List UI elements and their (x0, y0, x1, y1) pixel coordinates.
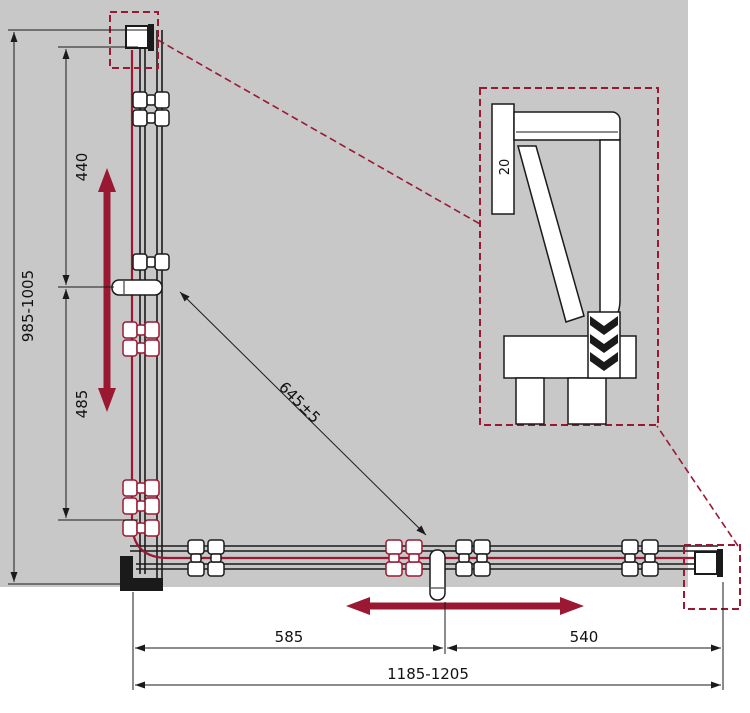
vertical-slide-arrow (98, 168, 116, 412)
glass-clamp (473, 539, 491, 577)
top-wall-profile-cap (125, 24, 154, 51)
door-roller-clamp (405, 539, 423, 577)
horizontal-slide-arrow (346, 597, 584, 615)
right-wall-profile-cap (694, 549, 723, 577)
door-roller-clamp (385, 539, 403, 577)
detail-leader-line (656, 425, 739, 547)
door-roller-clamp (122, 321, 160, 339)
overall-width-label: 1185-1205 (387, 665, 469, 683)
inset-seal-chevrons (590, 316, 618, 371)
inset-wall-profile (491, 103, 515, 215)
corner-bracket (120, 556, 163, 591)
inset-leg (567, 377, 607, 425)
vertical-door-handle (111, 279, 163, 296)
door-roller-clamp (122, 339, 160, 357)
glass-clamp (207, 539, 225, 577)
glass-clamp (455, 539, 473, 577)
door-roller-clamp (122, 479, 160, 497)
glass-clamp (641, 539, 659, 577)
door-roller-clamp (122, 519, 160, 537)
lower-segment-label: 485 (73, 390, 91, 419)
inset-top-rail (513, 111, 621, 141)
detail-depth-label: 20 (498, 159, 513, 176)
glass-clamp (621, 539, 639, 577)
detail-inset: 20 (479, 87, 659, 426)
extension-lines (8, 29, 724, 690)
horizontal-door-handle (429, 549, 446, 601)
inset-glass-strip (599, 139, 621, 323)
detail-leader-line (157, 39, 481, 225)
glass-clamp (132, 109, 170, 127)
glass-clamp (132, 91, 170, 109)
overall-height-label: 985-1005 (19, 270, 37, 342)
door-roller-clamp (122, 497, 160, 515)
detail-callout-top-left (109, 11, 159, 69)
glass-clamp (187, 539, 205, 577)
horizontal-rail-profile (130, 545, 718, 570)
inset-door-glass (517, 145, 585, 323)
glass-clamp (132, 253, 170, 271)
bottom-left-segment-label: 585 (275, 628, 304, 646)
upper-segment-label: 440 (73, 153, 91, 182)
dimension-lines (10, 32, 721, 689)
inset-leg (515, 377, 545, 425)
bottom-right-segment-label: 540 (570, 628, 599, 646)
detail-callout-bottom-right (683, 544, 741, 610)
